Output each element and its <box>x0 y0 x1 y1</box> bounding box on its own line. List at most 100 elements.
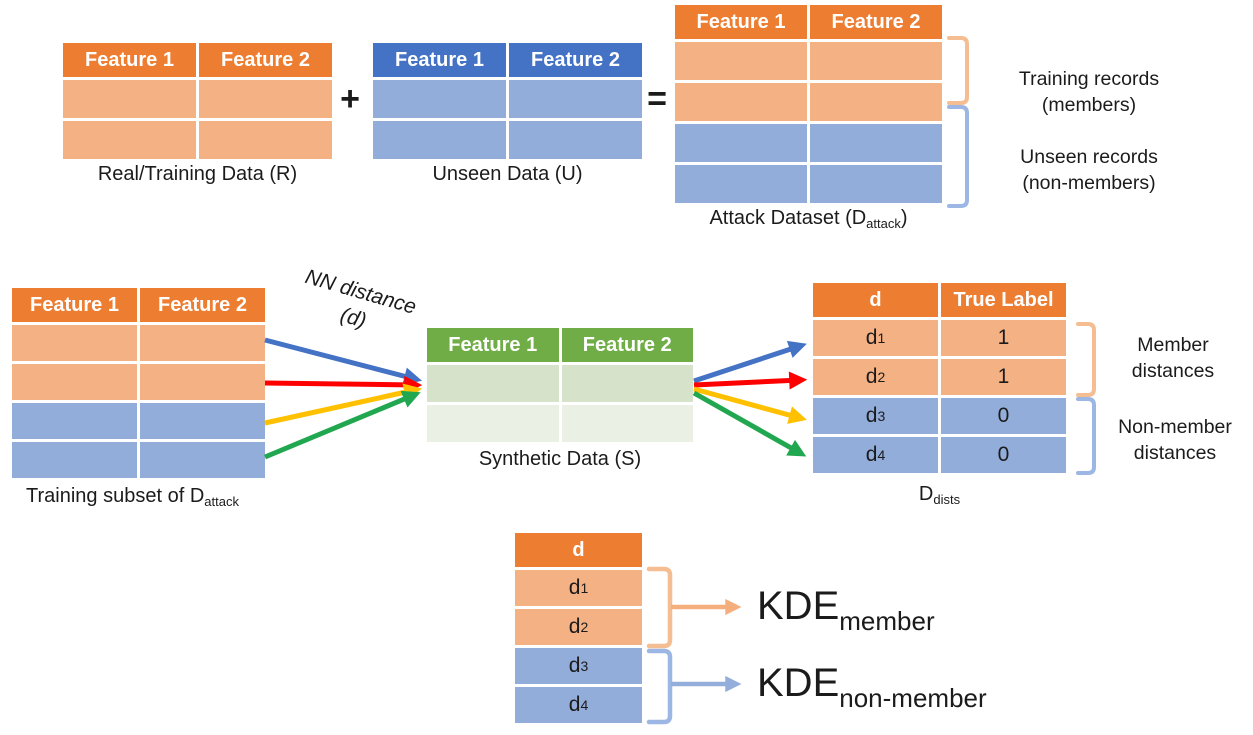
caption-subscript: attack <box>204 494 239 509</box>
kde-member-label: KDEmember <box>757 584 935 637</box>
dist-arrow-nonmember2 <box>692 390 807 457</box>
plus-operator: + <box>340 80 360 118</box>
kde-subscript: member <box>839 606 935 636</box>
table-row-member <box>675 42 942 80</box>
bracket-nonmember-distances <box>1076 397 1096 475</box>
dist-arrow-nonmember1 <box>693 386 807 424</box>
table-row-member <box>12 325 265 361</box>
column-header: d <box>813 283 938 317</box>
unseen-data-table: Feature 1 Feature 2 <box>373 43 642 159</box>
kde-subscript: non-member <box>839 683 987 713</box>
table-cell <box>373 121 506 159</box>
distance-symbol: d <box>568 576 581 599</box>
distance-subscript: 4 <box>877 447 886 463</box>
kde-base: KDE <box>757 661 840 705</box>
note-line: Member <box>1137 334 1209 356</box>
column-header: True Label <box>941 283 1066 317</box>
column-header: Feature 2 <box>199 43 332 77</box>
table-row-nonmember <box>12 442 265 478</box>
kde-nonmember-label: KDEnon-member <box>757 661 987 714</box>
distance-symbol: d <box>865 365 878 388</box>
caption-subscript: attack <box>866 216 901 231</box>
table-cell <box>140 403 265 439</box>
column-header: Feature 2 <box>810 5 942 39</box>
caption-text: Attack Dataset (D <box>709 207 867 229</box>
caption-text: Training subset of D <box>26 485 205 507</box>
table-row-nonmember <box>675 165 942 203</box>
distance-subscript: 3 <box>877 408 886 424</box>
dist-arrow-member2 <box>693 371 808 390</box>
table-cell <box>140 442 265 478</box>
table-cell <box>810 42 942 80</box>
unseen-records-note: Unseen records (non-members) <box>983 144 1195 196</box>
table-row <box>427 365 693 402</box>
table-cell <box>810 83 942 121</box>
column-header: d <box>515 533 642 567</box>
attack-dataset-table: Feature 1 Feature 2 <box>675 5 942 203</box>
synthetic-data-table: Feature 1 Feature 2 <box>427 328 693 442</box>
true-label-cell: 1 <box>941 359 1066 395</box>
column-header: Feature 1 <box>12 288 137 322</box>
table-cell <box>509 121 642 159</box>
table-cell <box>140 364 265 400</box>
table-header-row: d True Label <box>813 283 1066 317</box>
table-cell <box>810 124 942 162</box>
table-header-row: Feature 1 Feature 2 <box>675 5 942 39</box>
table-cell <box>810 165 942 203</box>
synthetic-table-caption: Synthetic Data (S) <box>478 448 642 470</box>
distance-subscript: 4 <box>580 697 589 713</box>
note-line: Non-member <box>1118 416 1232 438</box>
nn-arrow-member1 <box>264 337 422 385</box>
table-header-row: d <box>515 533 642 567</box>
table-header-row: Feature 1 Feature 2 <box>63 43 332 77</box>
dist-arrow-member1 <box>693 340 807 384</box>
distance-symbol: d <box>865 326 878 349</box>
nn-distance-label: NN distance (d) <box>268 256 446 355</box>
table-cell <box>140 325 265 361</box>
table-cell <box>675 42 807 80</box>
note-line: (non-members) <box>1022 172 1156 194</box>
nn-arrow-nonmember2 <box>264 390 421 460</box>
table-cell <box>675 83 807 121</box>
table-row <box>373 80 642 118</box>
bracket-training-records <box>947 36 969 105</box>
true-label-cell: 1 <box>941 320 1066 356</box>
real-table-caption: Real/Training Data (R) <box>97 163 298 185</box>
note-line: (members) <box>1041 94 1137 116</box>
nonmember-distances-note: Non-member distances <box>1095 414 1253 466</box>
distances-table-caption: Ddists <box>813 483 1066 507</box>
column-header: Feature 2 <box>140 288 265 322</box>
distance-subscript: 1 <box>580 580 589 596</box>
table-row-nonmember <box>12 403 265 439</box>
note-line: Unseen records <box>1020 146 1158 168</box>
table-header-row: Feature 1 Feature 2 <box>427 328 693 362</box>
table-cell <box>199 121 332 159</box>
bracket-kde-member <box>646 566 673 649</box>
caption-text: ) <box>900 207 908 229</box>
column-header: Feature 2 <box>561 328 693 362</box>
table-cell <box>63 80 196 118</box>
caption-subscript: dists <box>933 492 961 507</box>
training-subset-table: Feature 1 Feature 2 <box>12 288 265 478</box>
true-label-cell: 0 <box>941 437 1066 473</box>
table-row-member <box>12 364 265 400</box>
table-cell <box>12 325 137 361</box>
table-cell <box>12 442 137 478</box>
table-cell <box>12 403 137 439</box>
note-line: distances <box>1133 442 1217 464</box>
nn-arrow-member2 <box>264 375 423 394</box>
